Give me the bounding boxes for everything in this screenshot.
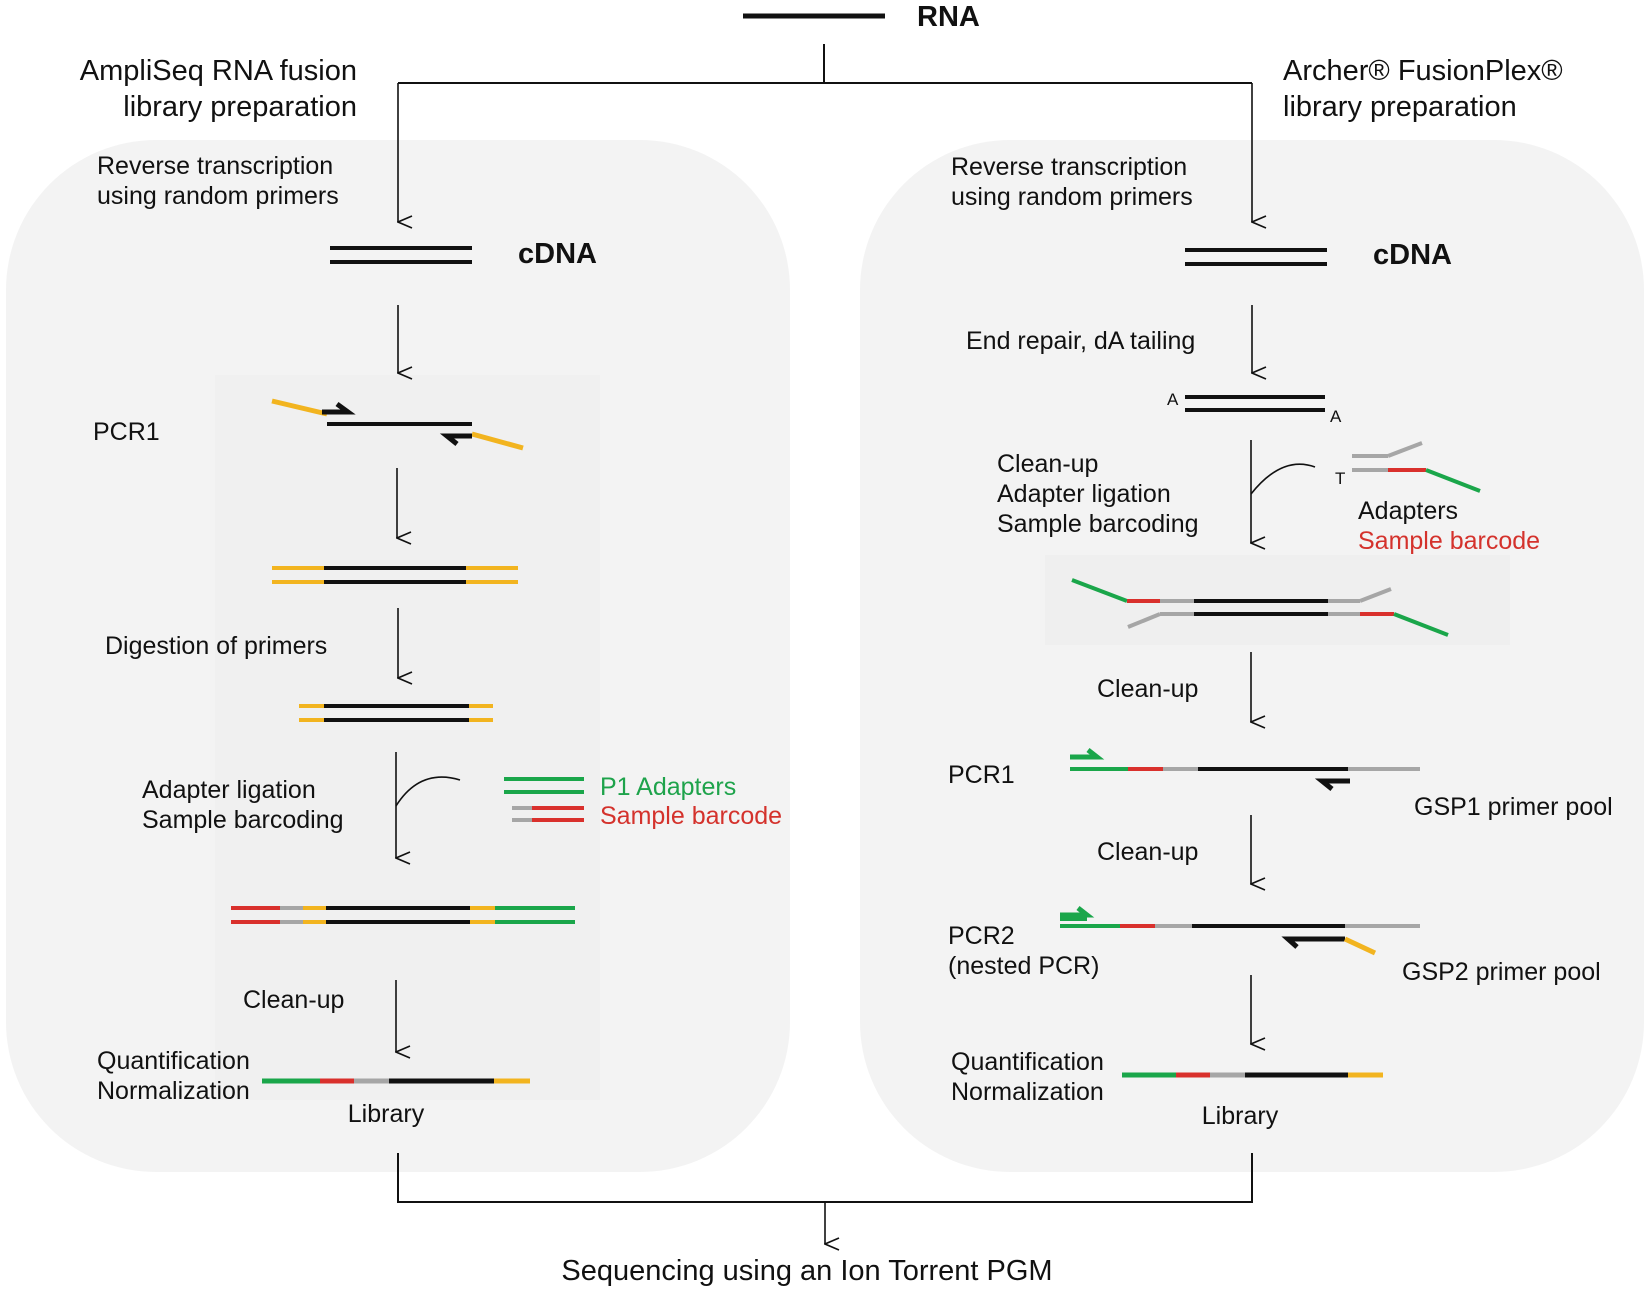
right-quant-line2: Normalization: [951, 1078, 1104, 1106]
right-cdna-duplex: [1185, 248, 1327, 266]
right-adapter-swatch: [1352, 441, 1481, 493]
right-gsp1-label: GSP1 primer pool: [1414, 793, 1613, 821]
left-cdna-duplex: [330, 246, 472, 264]
archer-title-line1: Archer® FusionPlex®: [1283, 55, 1563, 87]
right-cleanup2-label: Clean-up: [1097, 838, 1198, 866]
right-rt-line2: using random primers: [951, 183, 1193, 211]
left-ligation-curve: [395, 776, 461, 807]
left-digestion-label: Digestion of primers: [105, 632, 327, 660]
right-adapters-label: Adapters: [1358, 497, 1458, 525]
left-amplicon-duplex: [272, 566, 518, 584]
right-atailed-duplex: [1185, 395, 1325, 412]
right-pcr1-construct: [1070, 748, 1420, 791]
archer-title-line2: library preparation: [1283, 91, 1517, 123]
right-cleanup-ligation-line3: Sample barcoding: [997, 510, 1199, 538]
left-sample-barcode-swatch: [512, 806, 584, 822]
left-ligation-line1: Adapter ligation: [142, 776, 316, 804]
left-ligation-line2: Sample barcoding: [142, 806, 344, 834]
rna-label: RNA: [917, 1, 980, 33]
left-pcr1-label: PCR1: [93, 418, 160, 446]
left-p1-adapters-label: P1 Adapters: [600, 773, 736, 801]
right-endrepair-label: End repair, dA tailing: [966, 327, 1195, 355]
right-ligated-duplex: [1071, 578, 1449, 637]
left-quant-line2: Normalization: [97, 1077, 250, 1105]
left-rt-line1: Reverse transcription: [97, 152, 333, 180]
right-pcr1-label: PCR1: [948, 761, 1015, 789]
left-quant-line1: Quantification: [97, 1047, 250, 1075]
right-cleanup-ligation-line2: Adapter ligation: [997, 480, 1171, 508]
right-rt-line1: Reverse transcription: [951, 153, 1187, 181]
left-cdna-label: cDNA: [518, 238, 597, 270]
right-pcr2-line2: (nested PCR): [948, 952, 1099, 980]
left-p1-adapters-swatch: [504, 777, 584, 794]
ampliseq-inner-block: [215, 375, 600, 1100]
left-library-label: Library: [348, 1100, 425, 1128]
ampliseq-title-line1: AmpliSeq RNA fusion: [80, 55, 357, 87]
right-ligation-curve: [1250, 463, 1316, 495]
right-sample-barcode-label: Sample barcode: [1358, 527, 1540, 555]
right-cleanup1-label: Clean-up: [1097, 675, 1198, 703]
left-digested-duplex: [299, 704, 493, 722]
left-ligated-duplex: [231, 906, 575, 924]
top-split-connector: [398, 44, 1252, 84]
right-a-right-label: A: [1330, 407, 1342, 426]
left-rt-line2: using random primers: [97, 182, 339, 210]
right-library-label: Library: [1202, 1102, 1279, 1130]
right-cleanup-ligation-line1: Clean-up: [997, 450, 1098, 478]
right-cdna-label: cDNA: [1373, 239, 1452, 271]
archer-panel: [860, 140, 1644, 1172]
right-gsp2-label: GSP2 primer pool: [1402, 958, 1601, 986]
right-a-left-label: A: [1167, 390, 1179, 409]
right-pcr2-construct: [1060, 906, 1420, 956]
right-quant-line1: Quantification: [951, 1048, 1104, 1076]
sequencing-label: Sequencing using an Ion Torrent PGM: [561, 1255, 1052, 1287]
left-pcr1-primers: [271, 398, 524, 451]
right-t-label: T: [1335, 469, 1345, 488]
left-sample-barcode-label: Sample barcode: [600, 802, 782, 830]
left-cleanup-label: Clean-up: [243, 986, 344, 1014]
right-pcr2-line1: PCR2: [948, 922, 1015, 950]
ampliseq-title-line2: library preparation: [123, 91, 357, 123]
